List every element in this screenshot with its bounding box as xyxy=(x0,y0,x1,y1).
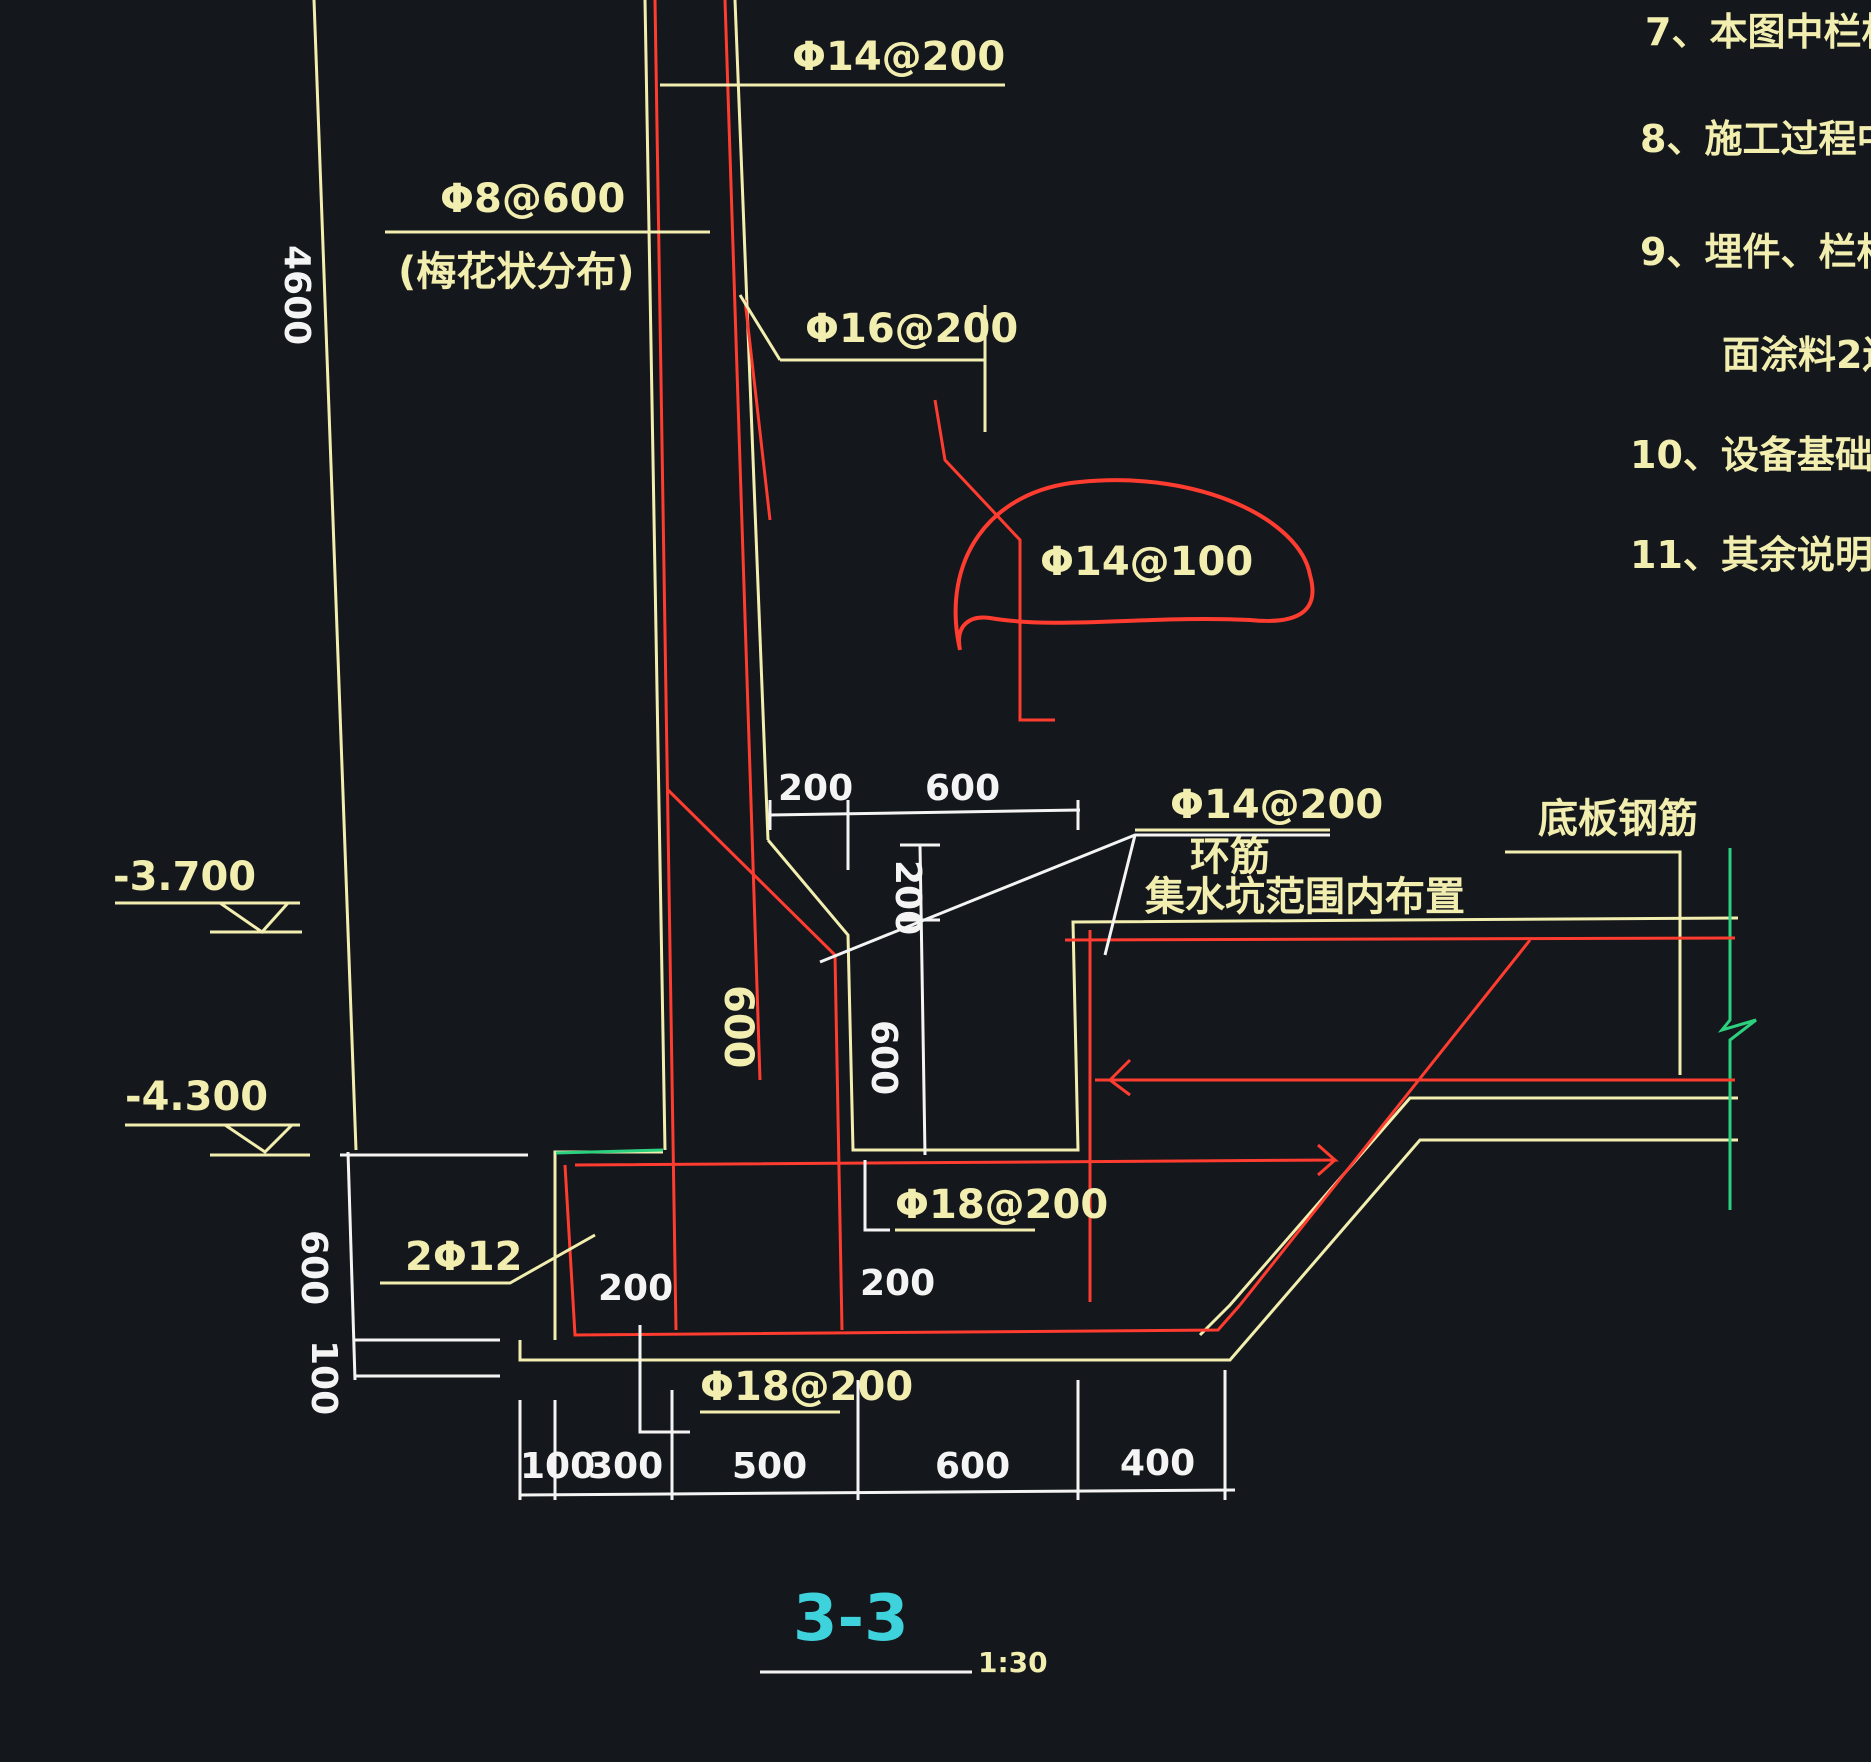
rebar-label-ring: Φ14@200 xyxy=(1170,782,1383,828)
section-scale: 1:30 xyxy=(978,1646,1048,1679)
general-notes: 7、本图中栏杆及爬 8、施工过程中应采 9、埋件、栏杆等表 面涂料2遍(7 10… xyxy=(1630,10,1871,577)
dim-pit-600-vert: 600 xyxy=(863,1020,904,1095)
rebar-label-circled: Φ14@100 xyxy=(1040,539,1253,585)
dim-pit-200-top: 200 xyxy=(778,768,853,809)
rebar-note-tie-bar: (梅花状分布) xyxy=(398,249,635,295)
dim-bottom-3: 500 xyxy=(732,1446,807,1487)
dimension-lines xyxy=(340,800,1330,1500)
concrete-outline xyxy=(312,0,1739,1362)
break-mark xyxy=(555,1148,664,1155)
dim-bottom-1: 100 xyxy=(520,1446,595,1487)
dim-pit-600-top: 600 xyxy=(925,768,1000,809)
elevation-marker-top xyxy=(115,901,302,934)
elevation-label-bottom: -4.300 xyxy=(125,1074,268,1120)
note-line-8: 8、施工过程中应采 xyxy=(1640,117,1871,161)
rebar-label-pit-bottom: Φ18@200 xyxy=(895,1182,1108,1228)
elevation-label-top: -3.700 xyxy=(113,854,256,900)
dim-bottom-4: 600 xyxy=(935,1446,1010,1487)
dim-pit-200-vert: 200 xyxy=(887,860,928,935)
dim-cushion-100: 100 xyxy=(303,1340,344,1415)
note-line-10: 10、设备基础及池壁 xyxy=(1630,433,1871,477)
rebar-label-base-bottom: Φ18@200 xyxy=(700,1364,913,1410)
rebar-lines xyxy=(563,0,1736,1337)
slab-rebar-label: 底板钢筋 xyxy=(1538,796,1698,842)
note-line-7: 7、本图中栏杆及爬 xyxy=(1645,10,1871,54)
rebar-label-edge-bar: 2Φ12 xyxy=(405,1234,523,1280)
label-leaders xyxy=(385,83,1330,1414)
note-line-11: 11、其余说明见(C- xyxy=(1630,533,1871,577)
dim-wall-600: 600 xyxy=(715,985,761,1069)
rebar-label-tie-bar: Φ8@600 xyxy=(440,176,625,222)
dim-bottom-2: 300 xyxy=(588,1446,663,1487)
rebar-note-ring-2: 集水坑范围内布置 xyxy=(1144,874,1465,920)
rebar-note-ring-1: 环筋 xyxy=(1190,834,1270,880)
rebar-label-wall-outer: Φ14@200 xyxy=(792,34,1005,80)
elevation-marker-bottom xyxy=(125,1123,310,1157)
dim-height-total: 4600 xyxy=(276,245,317,345)
note-line-9-cont: 面涂料2遍(7 xyxy=(1722,333,1871,377)
dim-cover-200-right: 200 xyxy=(860,1263,935,1304)
rebar-label-wall-inner: Φ16@200 xyxy=(805,306,1018,352)
dim-cover-200-left: 200 xyxy=(598,1268,673,1309)
dim-bottom-5: 400 xyxy=(1120,1443,1195,1484)
note-line-9: 9、埋件、栏杆等表 xyxy=(1640,230,1871,274)
dim-base-600: 600 xyxy=(293,1230,334,1305)
break-line xyxy=(1717,848,1757,1210)
annotation-circle xyxy=(953,478,1315,651)
section-title: 3-3 xyxy=(793,1582,909,1656)
